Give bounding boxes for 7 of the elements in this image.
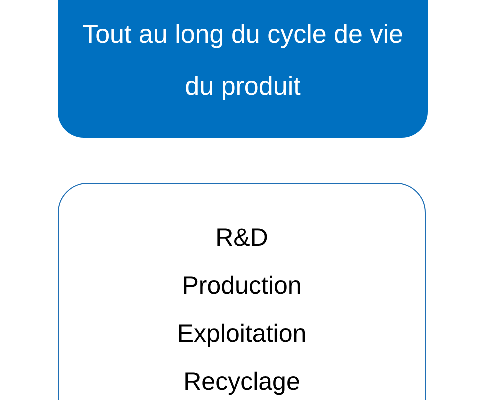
phase-label: Exploitation [177, 319, 307, 350]
stage-label: Tout au long du cycle de vie du produit [82, 18, 404, 103]
phase-list-box [58, 183, 426, 400]
stage-box [58, 0, 428, 138]
phase-label: Production [182, 271, 302, 302]
phase-label: R&D [216, 223, 268, 254]
phase-label: Recyclage [184, 367, 300, 398]
